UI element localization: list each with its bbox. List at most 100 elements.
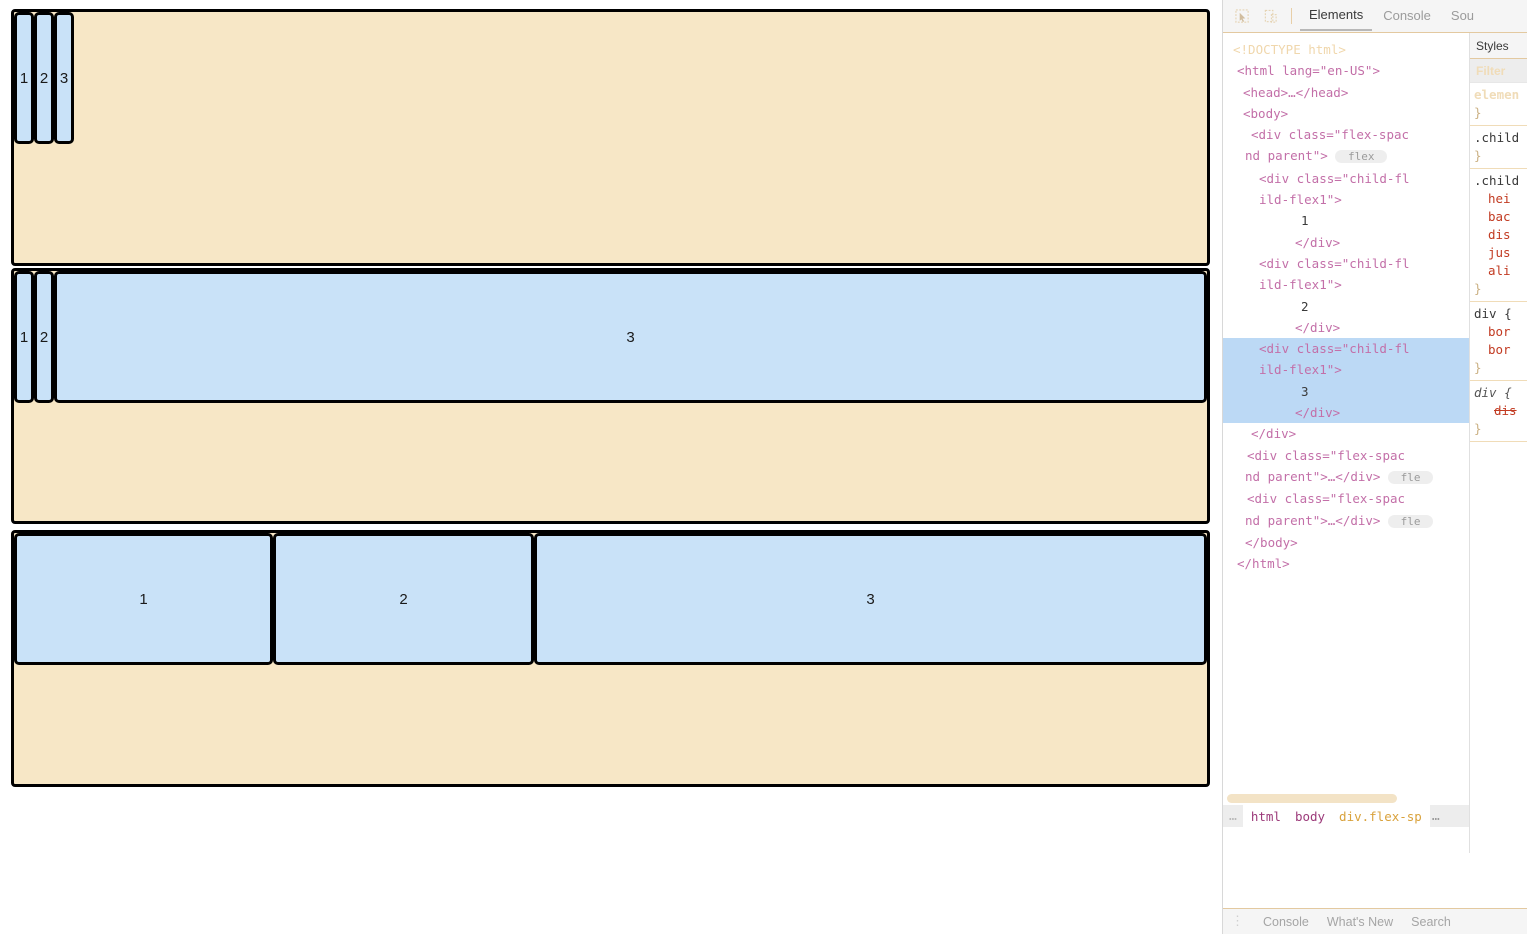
dom-line-text: <div class="child-fl <box>1259 255 1410 271</box>
dom-tree-line[interactable]: </div> <box>1223 317 1469 338</box>
dom-tree-line[interactable]: nd parent"> flex <box>1223 145 1469 167</box>
styles-filter-row[interactable]: Filter <box>1470 59 1527 83</box>
dom-line-text: </html> <box>1237 556 1290 572</box>
dom-line-text: ild-flex1"> <box>1259 277 1342 293</box>
breadcrumb-item-html[interactable]: html <box>1250 808 1281 824</box>
css-property[interactable]: bor <box>1488 342 1511 357</box>
dom-tree-line[interactable]: ild-flex1"> <box>1223 189 1469 210</box>
css-property[interactable]: ali <box>1488 263 1511 278</box>
breadcrumb-leading-dots[interactable]: … <box>1229 808 1237 824</box>
dom-tree-line[interactable]: ild-flex1"> <box>1223 359 1469 381</box>
css-property[interactable]: hei <box>1488 191 1511 206</box>
drawer-tab-search[interactable]: Search <box>1411 914 1451 929</box>
dom-tree-pane[interactable]: <!DOCTYPE html><html lang="en-US"> <head>… <box>1223 33 1469 853</box>
dom-tree-line[interactable]: 3 <box>1223 380 1469 403</box>
dom-tree-line[interactable]: <div class="child-fl <box>1223 253 1469 274</box>
tab-sources[interactable]: Sou <box>1450 8 1475 23</box>
devtools-drawer: ⋮ Console What's New Search <box>1223 908 1527 934</box>
dom-badge-flex[interactable]: fle <box>1388 470 1434 484</box>
dom-tree-line[interactable]: </div> <box>1223 423 1469 444</box>
breadcrumb-item-div[interactable]: div.flex-sp <box>1339 808 1422 824</box>
breadcrumb-more[interactable]: … <box>1431 808 1440 824</box>
styles-tabbar[interactable]: Styles <box>1470 33 1527 59</box>
dom-tree-line[interactable]: <div class="child-fl <box>1223 338 1469 360</box>
dom-horizontal-scrollbar[interactable] <box>1223 791 1469 805</box>
dom-line-text: </div> <box>1295 405 1341 421</box>
dom-tree-line[interactable]: <div class="flex-spac <box>1223 488 1469 509</box>
css-property[interactable]: bac <box>1488 209 1511 224</box>
dom-tree-line[interactable]: </div> <box>1223 232 1469 253</box>
dom-badge-flex[interactable]: fle <box>1388 514 1434 528</box>
child-flex1-box-1: 1 <box>14 533 273 665</box>
breadcrumb-item-body[interactable]: body <box>1294 808 1326 824</box>
dom-line-text: <div class="flex-spac <box>1251 127 1410 143</box>
devtools-body: <!DOCTYPE html><html lang="en-US"> <head>… <box>1223 33 1527 853</box>
devtools-toolbar: Elements Console Sou <box>1223 0 1527 33</box>
dom-tree-line[interactable]: <!DOCTYPE html> <box>1223 39 1469 60</box>
dom-badge-flex[interactable]: flex <box>1335 150 1388 164</box>
css-rule[interactable]: div {dis} <box>1470 381 1527 442</box>
dom-line-text: ild-flex1"> <box>1259 362 1342 378</box>
child-flex1-box-2: 2 <box>273 533 534 665</box>
dom-tree-line[interactable]: nd parent">…</div> fle <box>1223 466 1469 488</box>
child-flex1-box-1: 1 <box>14 271 34 403</box>
dom-tree-line[interactable]: nd parent">…</div> fle <box>1223 510 1469 532</box>
toolbar-divider <box>1291 8 1292 24</box>
dom-line-text: 1 <box>1301 213 1309 229</box>
css-rule[interactable]: elemen} <box>1470 83 1527 126</box>
dom-tree-line[interactable]: <div class="flex-spac <box>1223 124 1469 145</box>
child-flex1-box-3: 3 <box>54 271 1207 403</box>
dom-line-text: </div> <box>1295 319 1341 335</box>
styles-tab-label: Styles <box>1476 38 1509 53</box>
dom-tree-line[interactable]: <div class="child-fl <box>1223 168 1469 189</box>
dom-tree-line[interactable]: 2 <box>1223 296 1469 317</box>
css-rule-close-brace: } <box>1474 281 1482 296</box>
css-property[interactable]: dis <box>1494 403 1517 418</box>
dom-tree-line[interactable]: <head>…</head> <box>1223 82 1469 103</box>
dom-tree-line[interactable]: <div class="flex-spac <box>1223 445 1469 466</box>
tab-console[interactable]: Console <box>1383 8 1431 23</box>
css-selector: .child <box>1474 130 1520 145</box>
flex-spacearound-parent-1: 1 2 3 <box>11 9 1210 266</box>
dom-line-text: </div> <box>1295 234 1341 250</box>
css-rule[interactable]: div { bor bor} <box>1470 302 1527 381</box>
dom-line-text: nd parent"> <box>1245 148 1328 164</box>
inspect-cursor-icon[interactable] <box>1229 4 1255 28</box>
css-rule-close-brace: } <box>1474 360 1482 375</box>
scrollbar-thumb[interactable] <box>1227 793 1397 803</box>
dom-line-text: <div class="flex-spac <box>1247 447 1406 463</box>
dom-tree-line[interactable]: </div> <box>1223 402 1469 424</box>
dom-line-text: <div class="child-fl <box>1259 170 1410 186</box>
devtools-panel: Elements Console Sou <!DOCTYPE html><htm… <box>1222 0 1527 934</box>
css-property[interactable]: dis <box>1488 227 1511 242</box>
drawer-tab-console[interactable]: Console <box>1263 914 1309 929</box>
dom-line-text: <div class="flex-spac <box>1247 491 1406 507</box>
tab-elements[interactable]: Elements <box>1300 1 1373 31</box>
dom-line-text: nd parent">…</div> <box>1245 512 1381 528</box>
css-rule[interactable]: .child hei bac dis jus ali} <box>1470 169 1527 302</box>
child-flex1-box-2: 2 <box>34 271 54 403</box>
dom-tree-line[interactable]: <body> <box>1223 103 1469 124</box>
css-selector: elemen <box>1474 87 1520 102</box>
page-viewport: 1 2 3 1 2 3 1 2 3 <box>11 9 1210 787</box>
css-rule[interactable]: .child} <box>1470 126 1527 169</box>
css-property[interactable]: bor <box>1488 324 1511 339</box>
child-flex1-box-2: 2 <box>34 12 54 144</box>
flex-spacearound-parent-2: 1 2 3 <box>11 268 1210 524</box>
dom-line-text: <head>…</head> <box>1243 84 1349 100</box>
dom-tree-line[interactable]: 1 <box>1223 210 1469 231</box>
dom-tree-line[interactable]: </html> <box>1223 553 1469 574</box>
device-toolbar-icon[interactable] <box>1257 4 1283 28</box>
drawer-kebab-icon[interactable]: ⋮ <box>1231 914 1245 929</box>
dom-tree-line[interactable]: ild-flex1"> <box>1223 274 1469 295</box>
css-property[interactable]: jus <box>1488 245 1511 260</box>
css-selector: div { <box>1474 306 1512 321</box>
css-selector: .child <box>1474 173 1520 188</box>
dom-tree-line[interactable]: <html lang="en-US"> <box>1223 60 1469 81</box>
dom-tree-line[interactable]: </body> <box>1223 532 1469 553</box>
drawer-tab-whats-new[interactable]: What's New <box>1326 914 1394 929</box>
dom-line-text: nd parent">…</div> <box>1245 468 1381 484</box>
